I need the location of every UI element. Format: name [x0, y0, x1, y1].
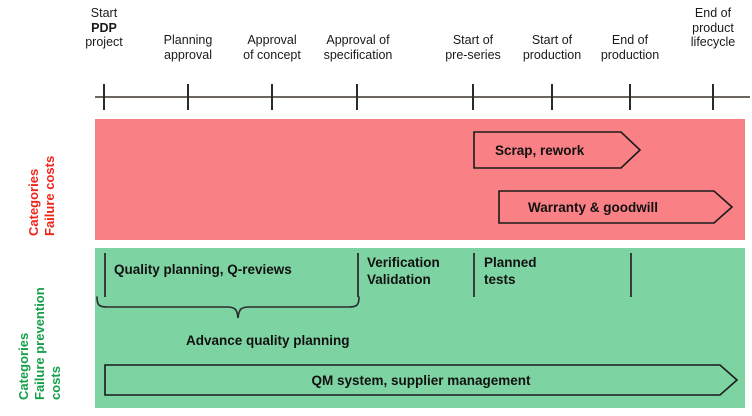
arrow-scrap-rework-label: Scrap, rework — [495, 142, 585, 158]
axis-tick-planning-approval — [187, 84, 189, 110]
phase-divider-planned-tests — [473, 253, 475, 297]
phase-label-planned-tests: Planned tests — [484, 255, 537, 287]
arrow-warranty-goodwill-shape — [498, 190, 734, 224]
phase-divider-verification-validation — [357, 253, 359, 297]
milestone-label-start-of-pre-series: Start of pre-series — [445, 33, 501, 62]
arrow-scrap-rework: Scrap, rework — [473, 131, 642, 169]
milestone-label-end-of-product-lifecycle: End of product lifecycle — [690, 6, 736, 49]
failure-costs-band — [95, 119, 745, 240]
axis-tick-end-of-product-lifecycle — [712, 84, 714, 110]
arrow-qm-system-shape — [104, 364, 739, 396]
arrow-warranty-goodwill-label: Warranty & goodwill — [528, 199, 659, 215]
milestone-label-planning-approval: Planning approval — [163, 33, 213, 62]
milestone-label-approval-of-concept: Approval of concept — [243, 33, 301, 62]
axis-tick-start-pdp-project — [103, 84, 105, 110]
milestone-label-end-of-production: End of production — [600, 33, 660, 62]
axis-tick-start-of-pre-series — [472, 84, 474, 110]
arrow-qm-system: QM system, supplier management — [104, 364, 739, 396]
timeline-axis — [95, 96, 750, 98]
advance-quality-planning-label: Advance quality planning — [186, 333, 350, 348]
phase-label-verification-validation: Verification Validation — [367, 255, 440, 287]
failure-costs-category-label: Categories Failure costs — [26, 155, 57, 236]
phase-label-quality-planning: Quality planning, Q-reviews — [114, 262, 292, 277]
axis-tick-approval-of-concept — [271, 84, 273, 110]
failure-prevention-costs-category-label: Categories Failure prevention costs — [16, 287, 63, 400]
axis-tick-start-of-production — [551, 84, 553, 110]
arrow-scrap-rework-shape — [473, 131, 642, 169]
arrow-qm-system-label: QM system, supplier management — [311, 372, 531, 388]
phase-divider-end — [630, 253, 632, 297]
arrow-warranty-goodwill: Warranty & goodwill — [498, 190, 734, 224]
axis-tick-end-of-production — [629, 84, 631, 110]
phase-divider-quality-planning — [104, 253, 106, 297]
axis-tick-approval-of-specification — [356, 84, 358, 110]
milestone-label-start-of-production: Start of production — [522, 33, 582, 62]
advance-quality-planning-brace — [96, 296, 360, 319]
failure-prevention-costs-band — [95, 248, 745, 408]
milestone-label-approval-of-specification: Approval of specification — [323, 33, 393, 62]
